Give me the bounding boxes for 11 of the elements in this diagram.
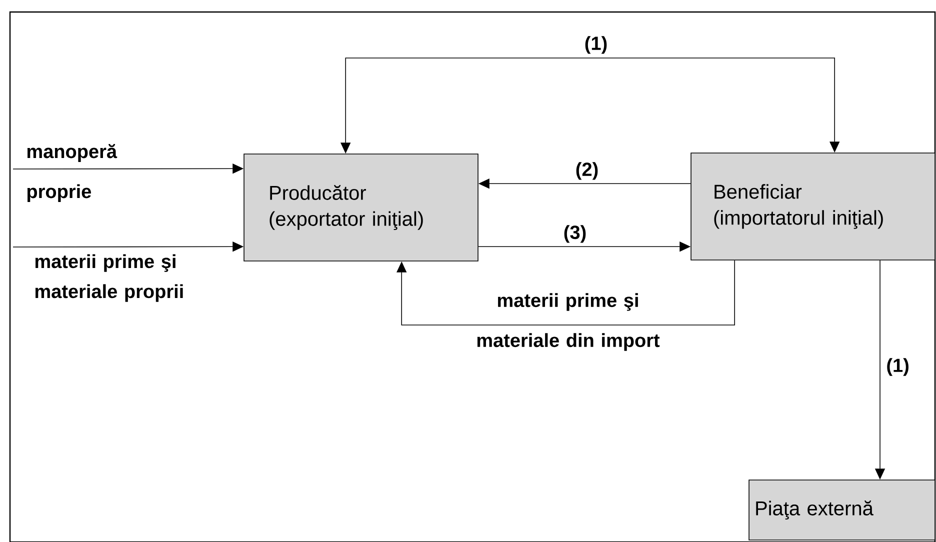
edge-label: (3) bbox=[564, 225, 586, 243]
arrow bbox=[396, 260, 735, 326]
edge-label: materii prime şi materiale proprii bbox=[35, 254, 183, 302]
process-box: Producător (exportator iniţial) bbox=[244, 154, 478, 262]
edge-label: materii prime şi materiale din import bbox=[477, 293, 660, 351]
edge-label: (1) bbox=[585, 36, 607, 54]
edge-label: manoperă proprie bbox=[27, 144, 118, 202]
edge-label: (2) bbox=[576, 162, 598, 180]
process-box: Beneficiar (importatorul iniţial) bbox=[690, 152, 936, 260]
process-box: Piaţa externă bbox=[748, 480, 936, 540]
edge-label: (1) bbox=[887, 358, 908, 376]
